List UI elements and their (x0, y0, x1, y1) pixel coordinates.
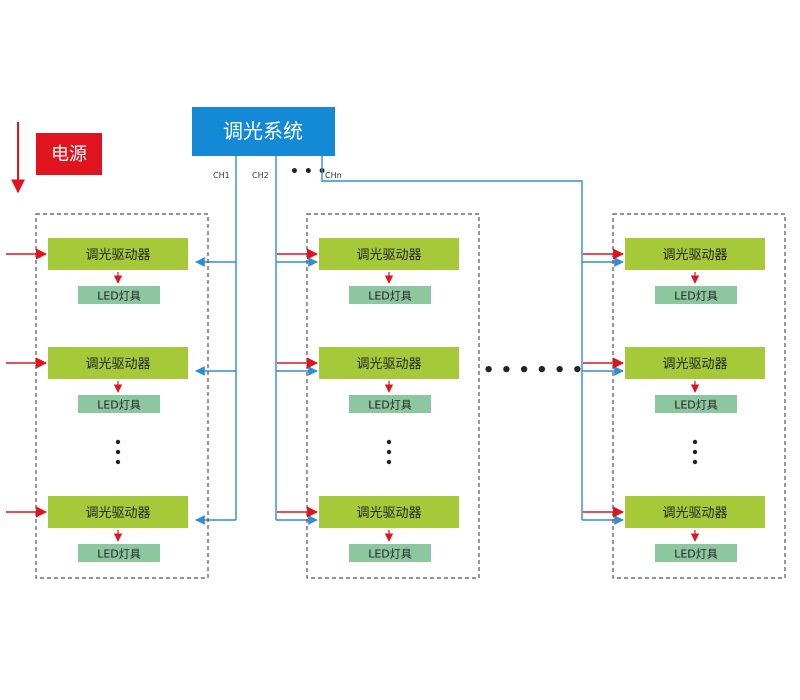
group-frame (35, 213, 209, 579)
row-more-dot (692, 449, 698, 455)
dimming-driver-box (319, 347, 459, 379)
row-more-dot (115, 459, 121, 465)
dimming-driver-label: 调光驱动器 (662, 357, 727, 372)
driver-row: 调光驱动器 LED灯具 (583, 496, 765, 562)
power-label-box (36, 133, 102, 175)
dimming-driver-box (48, 496, 188, 528)
row-more-dot (115, 449, 121, 455)
driver-row: 调光驱动器 LED灯具 (6, 496, 188, 562)
led-lamp-box (655, 286, 737, 304)
control-system-box (192, 107, 335, 156)
signal-lines (195, 156, 624, 525)
group-frame (612, 213, 786, 579)
led-lamp-label: LED灯具 (97, 399, 141, 412)
group-more-dots: • • • • • • (483, 360, 583, 381)
channel-n-bus (321, 156, 583, 520)
dimming-driver-label: 调光驱动器 (356, 506, 421, 521)
led-lamp-label: LED灯具 (368, 290, 412, 303)
dimming-driver-box (319, 238, 459, 270)
dimming-driver-label: 调光驱动器 (356, 357, 421, 372)
driver-row: 调光驱动器 LED灯具 (277, 347, 459, 413)
dimming-driver-label: 调光驱动器 (85, 248, 150, 263)
row-more-dot (386, 449, 392, 455)
led-lamp-label: LED灯具 (368, 548, 412, 561)
control-system: 调光系统 (192, 107, 335, 156)
led-lamp-label: LED灯具 (674, 399, 718, 412)
led-lamp-label: LED灯具 (368, 399, 412, 412)
dimming-driver-label: 调光驱动器 (356, 248, 421, 263)
driver-row: 调光驱动器 LED灯具 (583, 238, 765, 304)
channel-label-2: CH2 (252, 171, 269, 180)
dimming-driver-box (48, 347, 188, 379)
row-more-dot (115, 439, 121, 445)
dimming-driver-label: 调光驱动器 (662, 506, 727, 521)
control-system-label: 调光系统 (223, 119, 303, 143)
led-lamp-box (78, 544, 160, 562)
driver-row: 调光驱动器 LED灯具 (277, 496, 459, 562)
driver-row: 调光驱动器 LED灯具 (6, 238, 188, 304)
dimming-driver-box (625, 496, 765, 528)
led-lamp-label: LED灯具 (97, 548, 141, 561)
dimming-driver-label: 调光驱动器 (662, 248, 727, 263)
row-more-dot (386, 439, 392, 445)
led-lamp-box (349, 286, 431, 304)
led-lamp-label: LED灯具 (674, 290, 718, 303)
dimming-driver-box (48, 238, 188, 270)
led-lamp-box (655, 395, 737, 413)
dimming-driver-label: 调光驱动器 (85, 357, 150, 372)
row-more-dot (692, 439, 698, 445)
channel-label-n: CHn (325, 171, 342, 180)
driver-row: 调光驱动器 LED灯具 (6, 347, 188, 413)
dimming-driver-box (319, 496, 459, 528)
led-lamp-box (349, 544, 431, 562)
led-lamp-box (349, 395, 431, 413)
dimming-driver-box (625, 347, 765, 379)
channel-label-1: CH1 (213, 171, 230, 180)
led-lamp-box (78, 286, 160, 304)
driver-row: 调光驱动器 LED灯具 (277, 238, 459, 304)
led-lamp-label: LED灯具 (97, 290, 141, 303)
driver-groups: 调光驱动器LED灯具调光驱动器LED灯具调光驱动器LED灯具调光驱动器LED灯具… (6, 213, 786, 579)
row-more-dot (386, 459, 392, 465)
led-lamp-label: LED灯具 (674, 548, 718, 561)
dimming-driver-label: 调光驱动器 (85, 506, 150, 521)
led-lamp-box (655, 544, 737, 562)
dimming-driver-box (625, 238, 765, 270)
driver-row: 调光驱动器 LED灯具 (583, 347, 765, 413)
power-legend: 电源 (11, 122, 102, 194)
group-frame (306, 213, 480, 579)
row-more-dot (692, 459, 698, 465)
power-label: 电源 (51, 144, 87, 165)
led-lamp-box (78, 395, 160, 413)
channel-more-dots: • • • (290, 164, 327, 180)
